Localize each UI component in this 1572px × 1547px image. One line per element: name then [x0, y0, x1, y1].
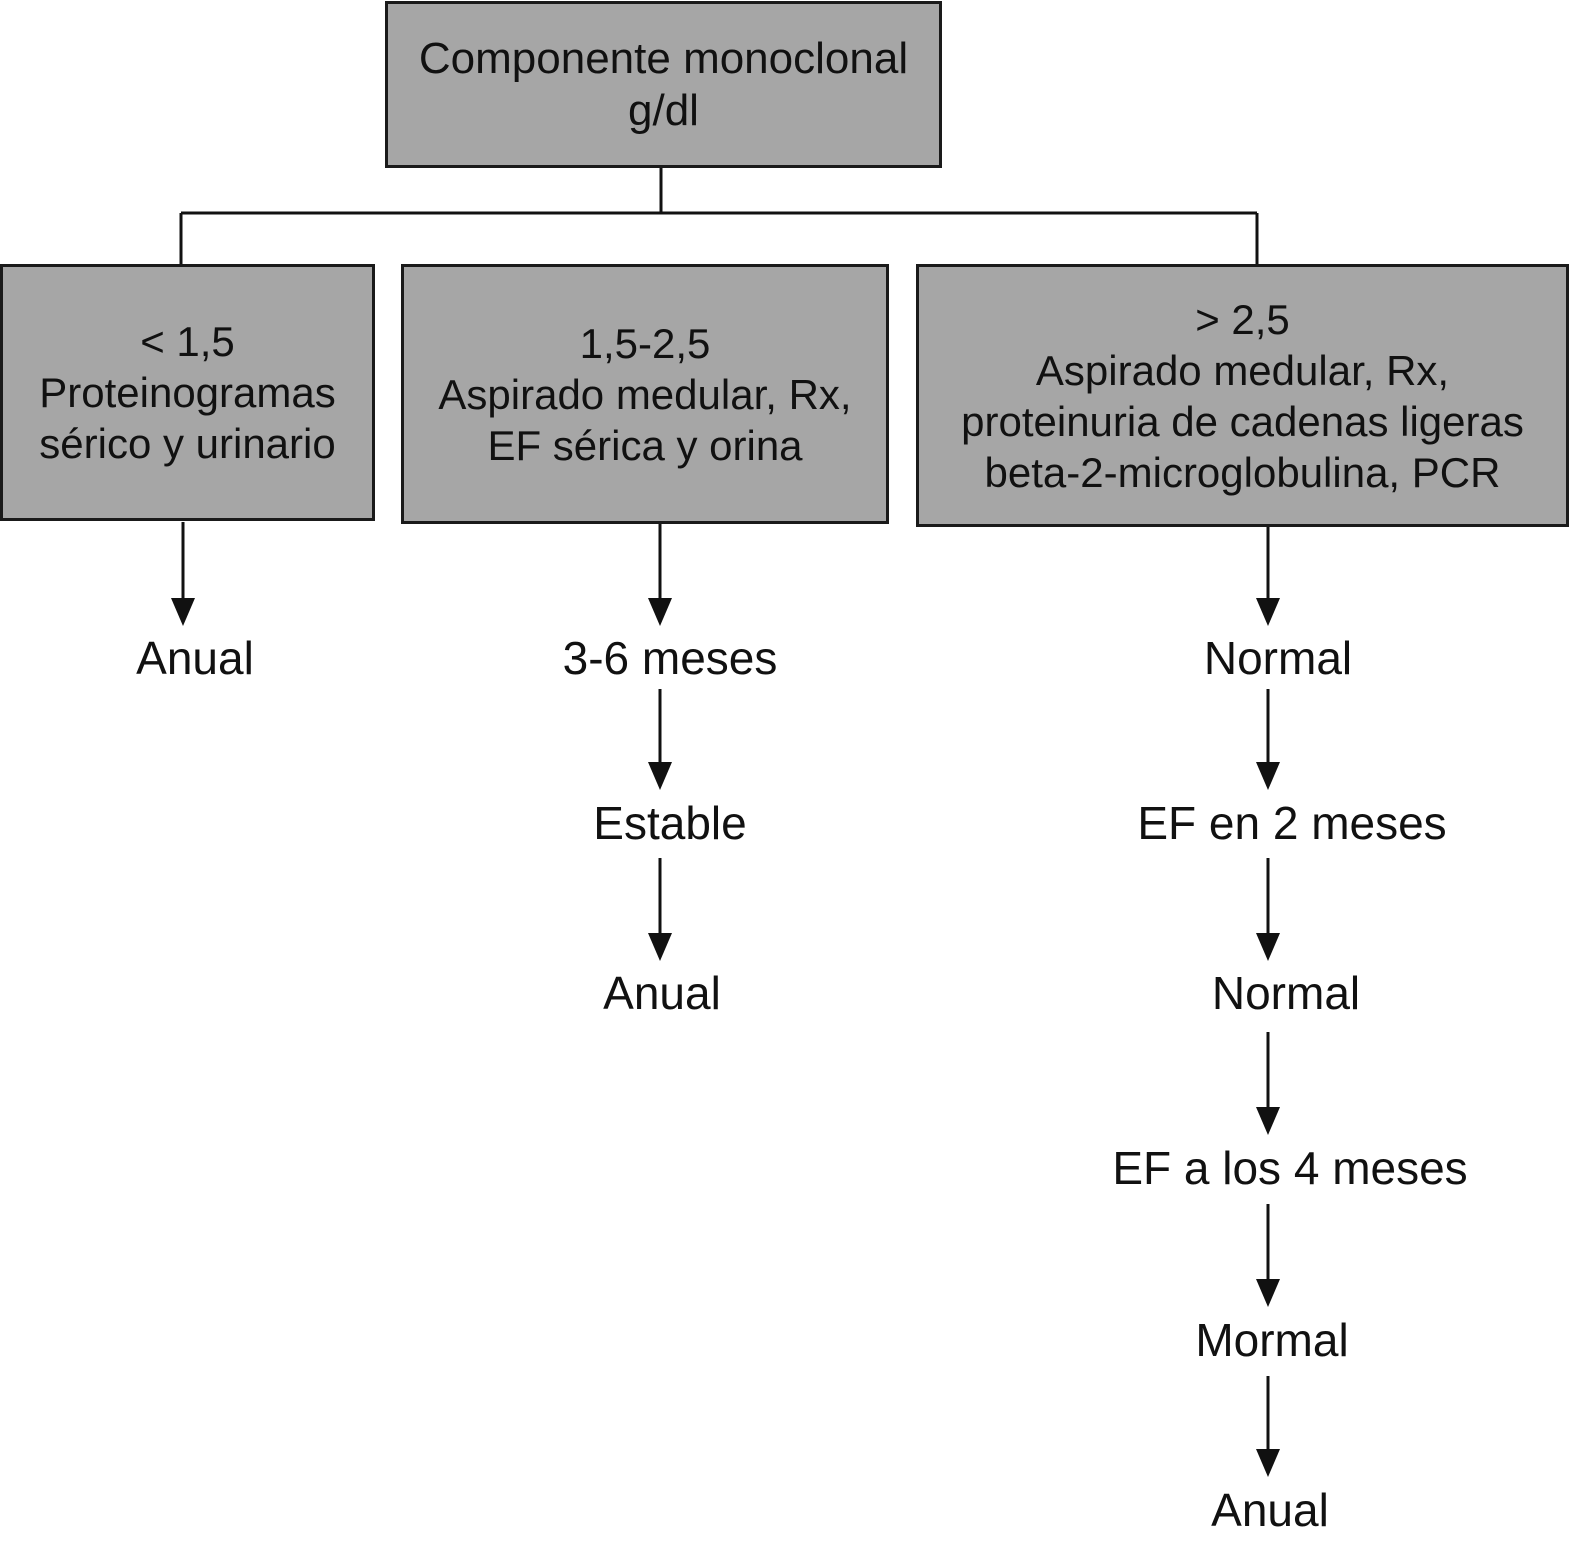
step-low-1: Anual — [136, 632, 254, 684]
step-high-1: Normal — [1203, 632, 1353, 684]
branch-mid-line-1: 1,5-2,5 — [579, 319, 711, 367]
arrow-head-1 — [171, 598, 195, 626]
branch-box-high: > 2,5 Aspirado medular, Rx, proteinuria … — [916, 264, 1569, 527]
step-high-3: Normal — [1211, 967, 1361, 1019]
root-box: Componente monoclonal g/dl — [385, 1, 942, 168]
step-high-4: EF a los 4 meses — [1112, 1142, 1468, 1194]
step-high-6: Anual — [1211, 1484, 1329, 1536]
branch-mid-line-2: Aspirado medular, Rx, — [438, 370, 852, 418]
branch-high-line-4: beta-2-microglobulina, PCR — [984, 448, 1501, 496]
root-line-2: g/dl — [628, 85, 699, 135]
branch-low-line-1: < 1,5 — [140, 318, 235, 365]
arrow-head-7 — [1256, 933, 1280, 961]
branch-box-low: < 1,5 Proteinogramas sérico y urinario — [0, 264, 375, 521]
arrow-head-3 — [648, 762, 672, 790]
branch-high-line-3: proteinuria de cadenas ligeras — [961, 397, 1524, 445]
arrow-head-5 — [1256, 598, 1280, 626]
arrow-head-10 — [1256, 1449, 1280, 1477]
step-high-2: EF en 2 meses — [1137, 797, 1447, 849]
arrow-head-2 — [648, 598, 672, 626]
arrow-head-8 — [1256, 1107, 1280, 1135]
branch-low-line-3: sérico y urinario — [39, 420, 336, 467]
branch-high-line-2: Aspirado medular, Rx, — [1035, 346, 1450, 394]
arrow-head-9 — [1256, 1279, 1280, 1307]
branch-high-line-1: > 2,5 — [1195, 295, 1290, 343]
step-mid-2: Estable — [593, 797, 747, 849]
step-mid-1: 3-6 meses — [562, 632, 778, 684]
arrow-head-6 — [1256, 762, 1280, 790]
arrow-head-4 — [648, 933, 672, 961]
branch-mid-line-3: EF sérica y orina — [487, 421, 803, 469]
step-mid-3: Anual — [603, 967, 721, 1019]
branch-low-line-2: Proteinogramas — [39, 369, 336, 416]
step-high-5: Mormal — [1195, 1314, 1349, 1366]
branch-box-mid: 1,5-2,5 Aspirado medular, Rx, EF sérica … — [401, 264, 889, 524]
root-line-1: Componente monoclonal — [418, 33, 909, 83]
